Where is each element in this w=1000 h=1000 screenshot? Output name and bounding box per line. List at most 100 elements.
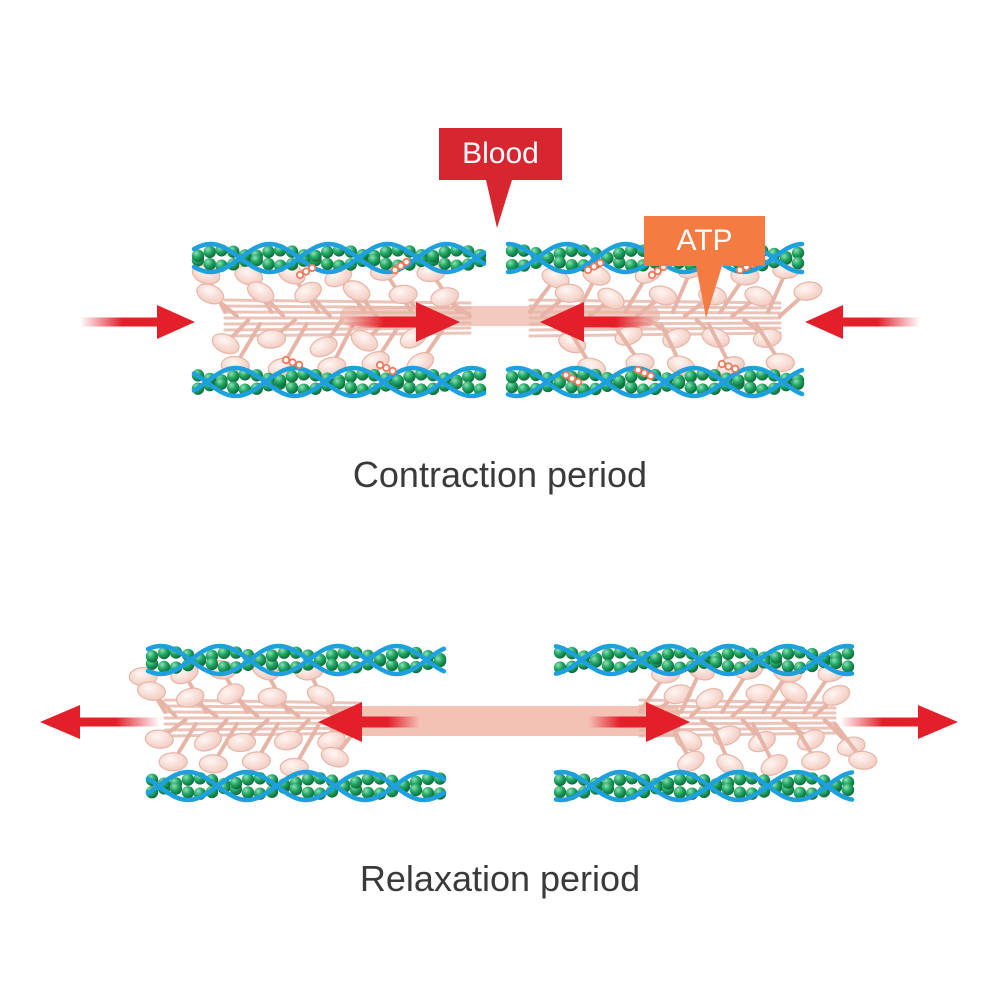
tropomyosin-strand [505,365,805,399]
myosin-tail [163,726,362,732]
actin-bead [841,660,855,673]
arrow-head [40,705,80,739]
tropomyosin-strand [553,643,855,677]
actin-bead [841,783,855,797]
atp-callout [644,216,765,318]
myosin-head [294,281,322,304]
force-arrow [588,702,690,742]
myosin-head [822,685,851,706]
tropomyosin-strand [145,643,447,677]
atp-phosphate [646,371,655,381]
actin-bead [169,782,183,795]
actin-bead [601,648,615,661]
actin-bead [205,657,219,671]
actin-bead [321,257,334,271]
tropomyosin-strand [553,769,855,803]
actin-bead [344,381,357,394]
myosin-head [801,751,831,771]
actin-bead [313,653,327,667]
atp-molecule [561,370,583,387]
actin-filament [145,769,447,803]
actin-bead [426,249,440,263]
actin-bead [791,256,805,270]
atp-molecule [295,263,317,280]
actin-bead [241,773,255,786]
force-arrow [540,302,655,342]
relaxation-panel [40,643,958,803]
actin-bead [285,381,299,394]
actin-bead [379,245,393,259]
myosin-head [216,683,245,705]
actin-bead [791,377,805,390]
arrow-shaft [362,716,420,728]
actin-bead [203,257,216,271]
atp-phosphate [731,364,740,373]
atp-phosphate [295,360,304,369]
actin-bead [325,658,339,671]
atp-molecule [390,257,411,275]
actin-bead [438,257,451,271]
thick-filament-core [330,706,680,736]
actin-bead [145,650,159,663]
actin-bead [203,245,216,259]
actin-bead [601,782,615,795]
atp-molecule [633,365,655,381]
actin-bead [661,647,675,661]
myosin-head [198,754,228,774]
actin-bead [385,648,399,662]
actin-bead [624,370,638,383]
myosin-head [309,336,338,358]
myosin-head [695,687,724,710]
actin-bead [285,370,299,383]
actin-bead [601,659,615,672]
arrow-shaft [80,717,160,727]
arrow-head [918,705,958,739]
tropomyosin-strand [191,365,487,399]
myosin-head [848,750,878,770]
contraction-caption: Contraction period [352,454,648,495]
actin-bead [553,785,567,799]
actin-bead [673,773,687,786]
arrow-shaft [80,317,157,327]
myosin-head [257,687,287,707]
actin-bead [505,244,519,258]
actin-bead [613,374,626,388]
force-arrow [80,305,195,339]
actin-bead [505,370,519,384]
actin-bead [793,786,807,800]
blood-callout-box [439,128,562,228]
actin-bead [829,656,843,670]
myosin-head [350,329,379,352]
actin-bead [462,381,475,394]
actin-bead [227,381,240,394]
actin-bead [215,377,228,390]
tropomyosin-strand [145,643,447,677]
actin-bead [217,660,231,674]
myosin-head [211,333,240,355]
myosin-head [320,746,349,768]
force-arrow [805,305,920,339]
myosin-tail [223,304,472,310]
actin-bead [403,370,416,383]
actin-bead [709,655,723,669]
myosin-head [158,752,188,772]
myosin-tail [638,704,837,710]
myosin-head [765,353,795,373]
myosin-head [388,284,418,304]
actin-bead [181,786,195,799]
actin-bead [673,786,687,799]
force-arrow [840,705,958,739]
actin-bead [229,776,243,790]
atp-phosphate [574,377,583,387]
myosin-head [241,751,271,771]
myosin-head [430,287,460,308]
actin-filament [505,365,805,399]
blood-label: Blood [462,137,539,170]
actin-bead [368,253,381,267]
actin-bead [433,654,447,668]
actin-bead [265,658,279,671]
actin-bead [684,381,697,394]
myosin-head [760,754,788,777]
atp-label: ATP [676,224,733,257]
